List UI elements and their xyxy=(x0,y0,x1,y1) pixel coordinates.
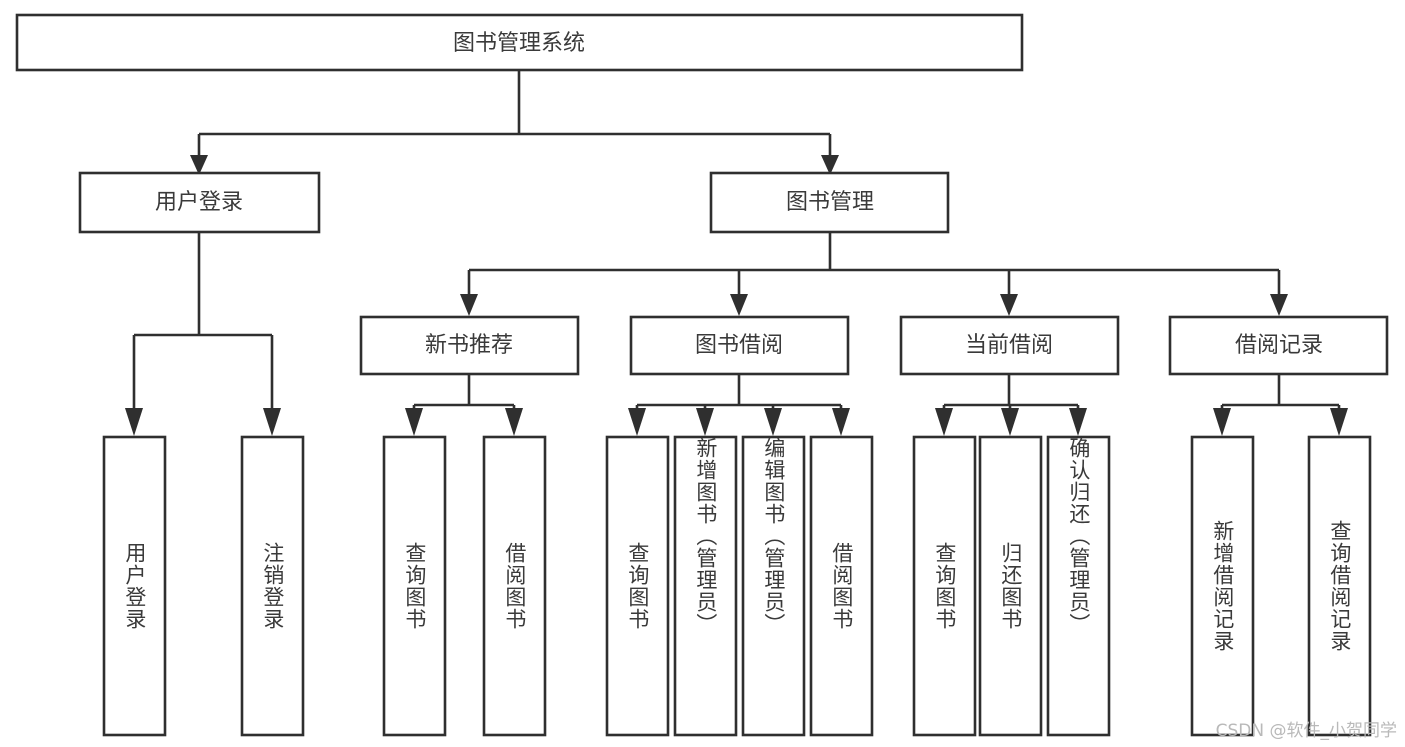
node-new-book-recommend-box[interactable] xyxy=(359,315,580,376)
arrow-to-book-borrow xyxy=(730,294,748,316)
connector-book-management-to-level3 xyxy=(460,232,1288,316)
node-borrow-record-label: 借阅记录 xyxy=(1235,333,1323,358)
node-book-management-box[interactable] xyxy=(709,171,950,234)
node-current-borrow-label: 当前借阅 xyxy=(965,333,1053,358)
leaf-box-user-logout[interactable] xyxy=(240,435,305,737)
leaf-box-add-book[interactable] xyxy=(673,435,738,737)
connector-book-borrow-to-leaves xyxy=(628,374,850,436)
arrow-to-leaf-query-book-2 xyxy=(628,408,646,436)
arrow-to-leaf-query-book-3 xyxy=(935,408,953,436)
leaf-box-edit-book[interactable] xyxy=(741,435,806,737)
arrow-to-leaf-user-logout xyxy=(263,408,281,436)
leaf-box-query-book-1[interactable] xyxy=(382,435,447,737)
arrow-to-new-book-recommend xyxy=(460,294,478,316)
leaf-box-borrow-book-1[interactable] xyxy=(482,435,547,737)
leaf-box-query-book-2[interactable] xyxy=(605,435,670,737)
arrow-to-leaf-query-book-1 xyxy=(405,408,423,436)
leaf-box-user-login[interactable] xyxy=(102,435,167,737)
arrow-to-book-management xyxy=(821,155,839,175)
arrow-to-user-login xyxy=(190,155,208,175)
leaf-box-confirm-return[interactable] xyxy=(1046,435,1111,737)
node-new-book-recommend-label: 新书推荐 xyxy=(425,333,513,358)
leaf-box-borrow-book-2[interactable] xyxy=(809,435,874,737)
arrow-to-leaf-confirm-return xyxy=(1069,408,1087,436)
arrow-to-leaf-return-book xyxy=(1001,408,1019,436)
leaf-box-query-record[interactable] xyxy=(1307,435,1372,737)
node-book-borrow-label: 图书借阅 xyxy=(695,333,783,358)
node-root[interactable]: 图书管理系统 xyxy=(15,13,1024,72)
arrow-to-borrow-record xyxy=(1270,294,1288,316)
arrow-to-current-borrow xyxy=(1000,294,1018,316)
arrow-to-leaf-query-record xyxy=(1330,408,1348,436)
leaf-box-add-record[interactable] xyxy=(1190,435,1255,737)
node-borrow-record-box[interactable] xyxy=(1168,315,1389,376)
connector-borrow-record-to-leaves xyxy=(1213,374,1348,436)
arrow-to-leaf-borrow-book-1 xyxy=(505,408,523,436)
arrow-to-leaf-add-record xyxy=(1213,408,1231,436)
node-user-login-box[interactable] xyxy=(78,171,321,234)
leaf-box-return-book[interactable] xyxy=(978,435,1043,737)
leaf-box-query-book-3[interactable] xyxy=(912,435,977,737)
node-current-borrow[interactable]: 当前借阅 xyxy=(899,315,1120,376)
node-borrow-record[interactable]: 借阅记录 xyxy=(1168,315,1389,376)
node-user-login[interactable]: 用户登录 xyxy=(78,171,321,234)
node-user-login-label: 用户登录 xyxy=(155,190,243,215)
node-book-borrow-box[interactable] xyxy=(629,315,850,376)
arrow-to-leaf-user-login xyxy=(125,408,143,436)
arrow-to-leaf-add-book xyxy=(696,408,714,436)
connector-user-login-to-leaves xyxy=(125,232,281,436)
connector-new-book-recommend-to-leaves xyxy=(405,374,523,436)
connector-current-borrow-to-leaves xyxy=(935,374,1087,436)
node-root-label: 图书管理系统 xyxy=(453,31,585,56)
node-book-management-label: 图书管理 xyxy=(786,190,874,215)
connector-root-to-level2 xyxy=(190,70,839,175)
node-book-management[interactable]: 图书管理 xyxy=(709,171,950,234)
node-current-borrow-box[interactable] xyxy=(899,315,1120,376)
node-new-book-recommend[interactable]: 新书推荐 xyxy=(359,315,580,376)
arrow-to-leaf-borrow-book-2 xyxy=(832,408,850,436)
arrow-to-leaf-edit-book xyxy=(764,408,782,436)
node-book-borrow[interactable]: 图书借阅 xyxy=(629,315,850,376)
node-root-box[interactable] xyxy=(15,13,1024,72)
